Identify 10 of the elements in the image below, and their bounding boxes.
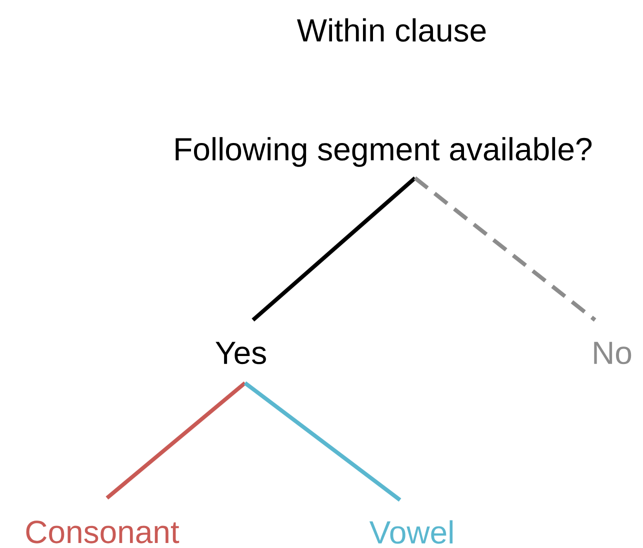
node-label: Yes [216, 342, 266, 364]
node-label: Following segment available? [176, 137, 592, 167]
branch-line [106, 381, 246, 500]
branch-line [244, 381, 402, 502]
node-label: Consonant [26, 520, 180, 544]
node-label: Vowel [369, 520, 453, 544]
branch-line [252, 176, 416, 322]
title: Within clause [297, 18, 486, 42]
node-label: No [594, 342, 632, 364]
branch-line [414, 176, 596, 322]
